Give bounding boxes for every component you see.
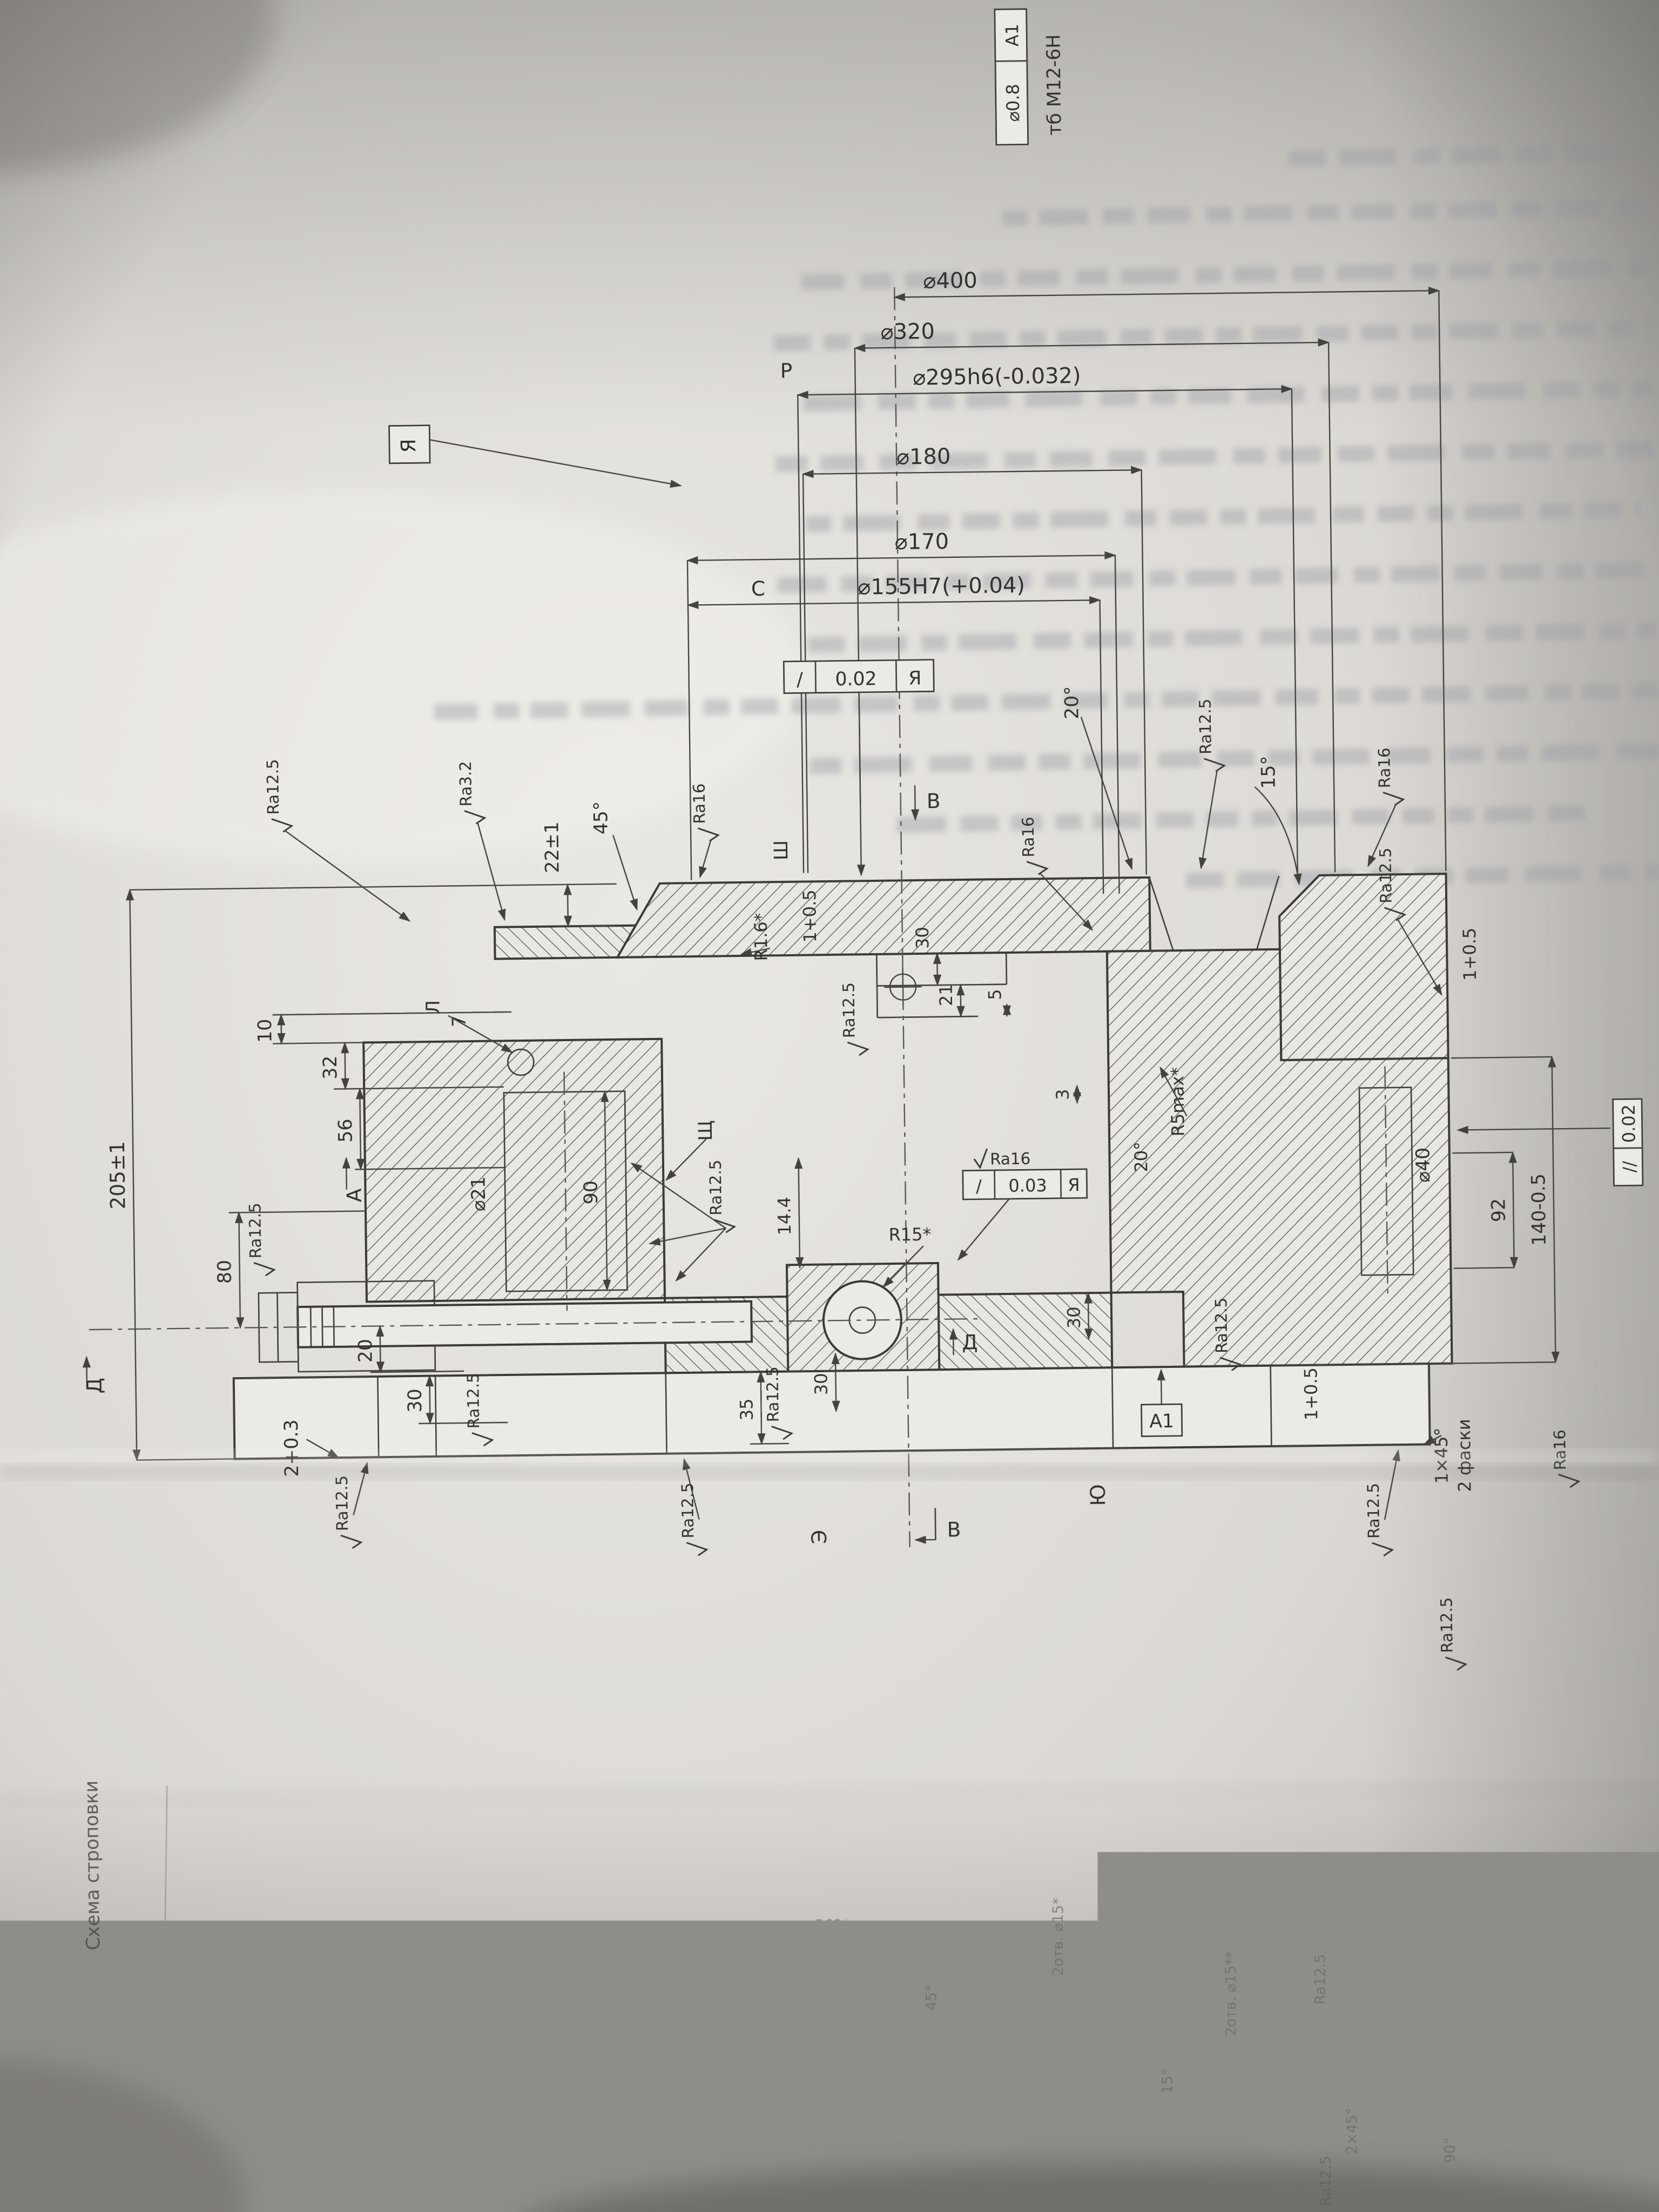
- vignette: [0, 0, 1659, 2212]
- drawing-canvas: ⌀262* 45° 2отв. ⌀15* 2отв. ⌀15** 15° 2×4…: [0, 0, 1659, 2212]
- photographed-engineering-drawing: ⌀262* 45° 2отв. ⌀15* 2отв. ⌀15** 15° 2×4…: [0, 0, 1659, 2212]
- photo-artifacts: [0, 0, 1659, 2212]
